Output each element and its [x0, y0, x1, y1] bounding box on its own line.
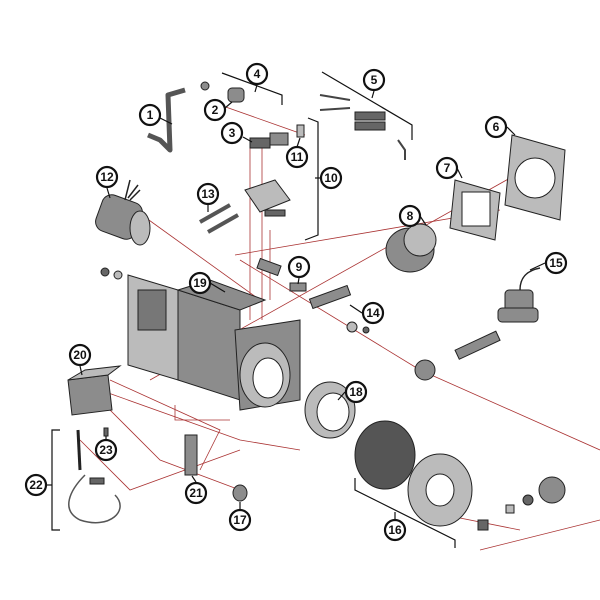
part-23-screw [103, 427, 109, 437]
svg-text:23: 23 [99, 443, 113, 457]
callout-11: 11 [285, 145, 309, 169]
svg-text:8: 8 [407, 209, 414, 223]
part-15-solenoid-valve [414, 267, 541, 381]
part-22-cable [68, 429, 121, 524]
callout-2: 2 [203, 98, 227, 122]
callout-9: 9 [287, 255, 311, 279]
svg-text:13: 13 [201, 187, 215, 201]
part-14-nozzle-holder [308, 284, 370, 334]
part-2-valve [200, 81, 245, 103]
callout-5: 5 [362, 68, 386, 92]
svg-text:11: 11 [291, 150, 304, 164]
callout-18: 18 [344, 380, 368, 404]
callouts: 1 2 3 4 5 6 7 8 9 10 11 12 13 14 15 16 1… [24, 62, 568, 542]
part-7-flange [449, 179, 501, 241]
svg-text:14: 14 [366, 306, 380, 320]
part-17-grommet [232, 484, 248, 502]
svg-text:7: 7 [444, 161, 451, 175]
svg-text:4: 4 [254, 67, 261, 81]
part-6-gasket [504, 134, 566, 221]
callout-21: 21 [184, 481, 208, 505]
part-21-spring [184, 434, 198, 476]
callout-7: 7 [435, 156, 459, 180]
callout-14: 14 [361, 301, 385, 325]
callout-12: 12 [95, 165, 119, 189]
callout-17: 17 [228, 508, 252, 532]
part-18-fan-wheel [304, 381, 356, 439]
part-10-bracket [244, 179, 291, 217]
part-12-motor [95, 179, 151, 246]
part-16-grill-plate [354, 420, 473, 527]
part-5-electrodes [319, 94, 406, 160]
callout-16: 16 [383, 518, 407, 542]
callout-15: 15 [544, 251, 568, 275]
callout-22: 22 [24, 473, 48, 497]
svg-text:12: 12 [100, 170, 114, 184]
svg-text:22: 22 [29, 478, 43, 492]
callout-8: 8 [398, 204, 422, 228]
callout-3: 3 [220, 121, 244, 145]
svg-text:16: 16 [388, 523, 402, 537]
part-1-fuel-pipe [147, 87, 186, 153]
callout-13: 13 [196, 182, 220, 206]
part-20-control-box [67, 365, 122, 416]
svg-text:5: 5 [371, 73, 378, 87]
part-9-nozzle [256, 257, 307, 292]
svg-text:17: 17 [233, 513, 247, 527]
svg-text:6: 6 [493, 120, 500, 134]
part-3-electrode-holder [249, 132, 289, 149]
part-8-filter [385, 223, 437, 273]
svg-text:19: 19 [193, 276, 207, 290]
svg-text:21: 21 [189, 486, 203, 500]
svg-text:9: 9 [296, 260, 303, 274]
air-damper-parts [477, 476, 566, 531]
part-11-clip [296, 124, 305, 138]
callout-10: 10 [319, 166, 343, 190]
callout-1: 1 [138, 103, 162, 127]
svg-text:1: 1 [147, 108, 154, 122]
svg-text:20: 20 [73, 348, 87, 362]
group-brackets [51, 71, 456, 548]
callout-23: 23 [94, 438, 118, 462]
part-19-housing [100, 267, 301, 411]
svg-text:3: 3 [229, 126, 236, 140]
callout-20: 20 [68, 343, 92, 367]
svg-text:18: 18 [349, 385, 363, 399]
callout-19: 19 [188, 271, 212, 295]
svg-text:15: 15 [549, 256, 563, 270]
svg-text:2: 2 [212, 103, 219, 117]
svg-text:10: 10 [324, 171, 338, 185]
callout-4: 4 [245, 62, 269, 86]
part-13-electrodes [199, 203, 239, 234]
callout-6: 6 [484, 115, 508, 139]
